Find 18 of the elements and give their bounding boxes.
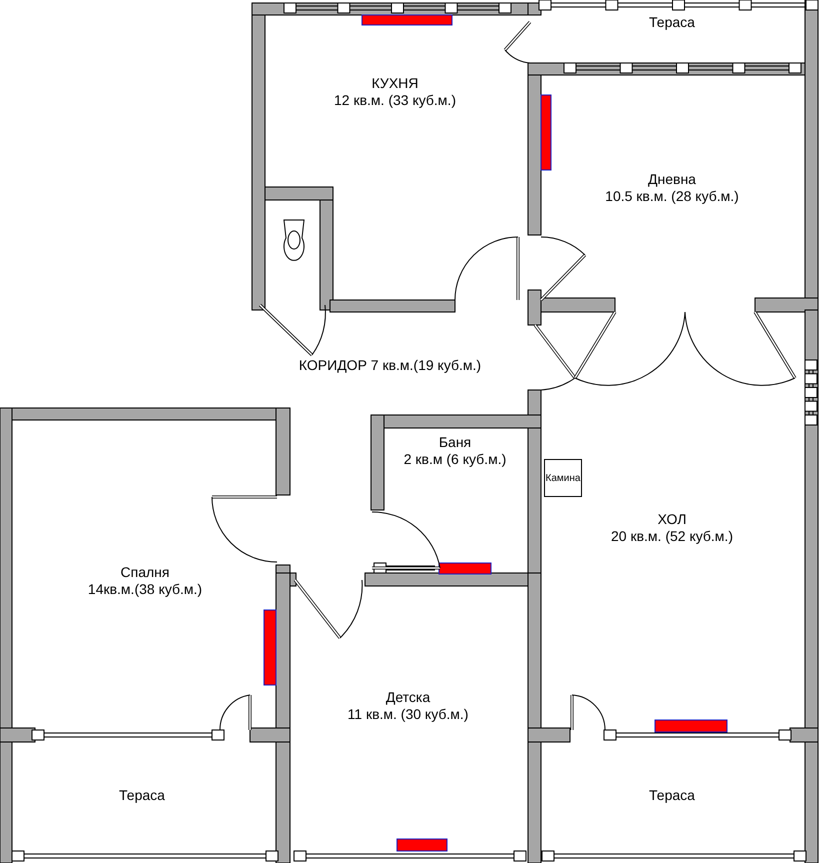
room-name: Дневна [647,171,697,188]
room-label: 10.5 кв.м. (28 куб.м.) [605,188,739,205]
room-name: ХОЛ [656,511,688,528]
room-name: Спалня [120,564,170,581]
room-label: КОРИДОР 7 кв.м.(19 куб.м.) [298,357,482,374]
room-label: 14кв.м.(38 куб.м.) [88,581,202,598]
room-label: Тераса [649,14,695,31]
room-name: Баня [438,434,472,451]
room-name: Детска [384,689,432,706]
room-label: Тераса [119,787,165,804]
room-label: 11 кв.м. (30 куб.м.) [348,706,468,723]
fireplace-label: Камина [546,472,580,484]
room-name: КУХНЯ [370,75,420,92]
room-label: 12 кв.м. (33 куб.м.) [334,92,456,109]
room-label: Тераса [649,787,695,804]
fireplace-box [544,459,582,497]
room-label: 20 кв.м. (52 куб.м.) [611,528,733,545]
room-label: 2 кв.м (6 куб.м.) [404,451,506,468]
